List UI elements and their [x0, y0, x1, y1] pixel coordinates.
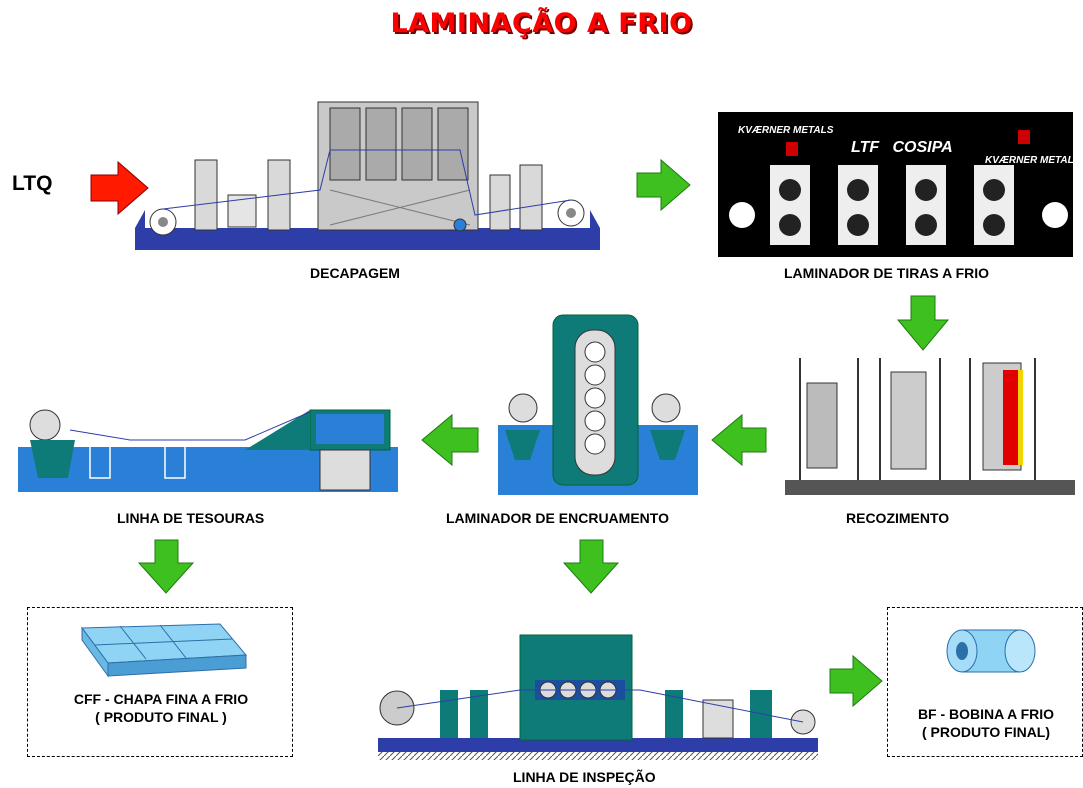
label-recozimento: RECOZIMENTO — [846, 510, 950, 526]
label-linha-inspecao: LINHA DE INSPEÇÃO — [513, 769, 656, 785]
inspecao-machine — [378, 634, 818, 760]
label-laminador-tiras-frio: LAMINADOR DE TIRAS A FRIO — [784, 265, 990, 281]
flow-arrow-ltf-to-recozimento — [896, 295, 950, 351]
bf-product-box: BF - BOBINA A FRIO ( PRODUTO FINAL) — [887, 607, 1083, 757]
flow-arrow-tesouras-to-cff — [137, 539, 195, 594]
flow-arrow-inspecao-to-bf — [829, 654, 883, 708]
flow-arrow-encruamento-to-tesouras — [421, 413, 479, 467]
page-title: LAMINAÇÃO A FRIO — [390, 8, 693, 39]
input-label-ltq: LTQ — [12, 172, 53, 195]
label-linha-tesouras: LINHA DE TESOURAS — [117, 510, 265, 526]
bf-product-image — [946, 629, 1036, 673]
bf-label-line1: BF - BOBINA A FRIO — [917, 706, 1055, 722]
tesouras-machine — [18, 409, 398, 492]
encruamento-machine — [498, 314, 698, 495]
ltf-machine: KVÆRNER METALS KVÆRNER METALS LTF COSIPA — [718, 112, 1081, 257]
label-decapagem: DECAPAGEM — [310, 265, 400, 281]
cff-product-image — [81, 623, 248, 678]
ltf-brand-left: KVÆRNER METALS — [738, 125, 834, 136]
ltf-center-label: LTF COSIPA — [851, 139, 953, 156]
bf-label-line2: ( PRODUTO FINAL) — [921, 724, 1051, 740]
cff-label-line1: CFF - CHAPA FINA A FRIO — [73, 691, 249, 707]
flow-arrow-encruamento-to-inspecao — [562, 539, 620, 594]
flow-arrow-recozimento-to-encruamento — [711, 413, 767, 467]
input-arrow — [90, 160, 149, 216]
ltf-brand-right: KVÆRNER METALS — [985, 155, 1081, 166]
cff-label-line2: ( PRODUTO FINAL ) — [95, 709, 227, 725]
label-laminador-encruamento: LAMINADOR DE ENCRUAMENTO — [446, 510, 669, 526]
cff-product-box: CFF - CHAPA FINA A FRIO ( PRODUTO FINAL … — [27, 607, 293, 757]
flow-arrow-decapagem-to-ltf — [636, 158, 691, 212]
decapagem-machine — [135, 101, 600, 250]
recozimento-machine — [785, 358, 1075, 495]
